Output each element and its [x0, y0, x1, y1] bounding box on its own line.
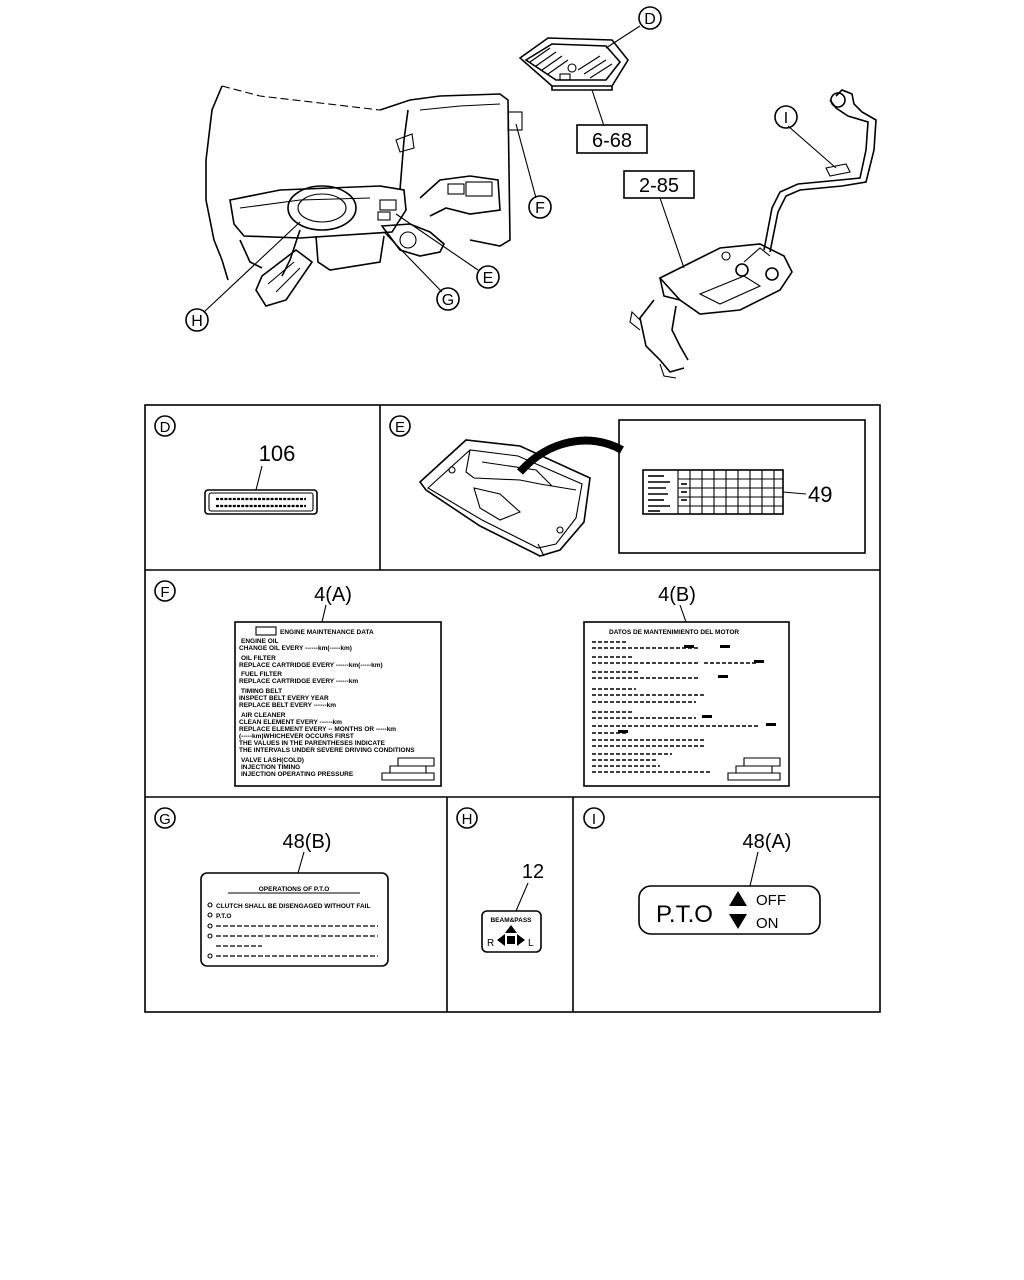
panel-i-letter: I	[592, 811, 596, 828]
cab-interior-drawing	[205, 85, 523, 307]
callout-e-top	[476, 265, 500, 289]
panel-d-badge	[154, 415, 176, 437]
callout-d-top-letter: D	[644, 11, 656, 28]
panel-h-part-no: 12	[522, 861, 544, 883]
callout-f-top	[528, 195, 552, 219]
svg-text:INJECTION TIMING: INJECTION TIMING	[241, 764, 300, 771]
callout-h-top-letter: H	[191, 313, 203, 330]
ref-668: 6-68	[592, 130, 632, 152]
maintenance-chart-49	[642, 469, 784, 515]
svg-text:INSPECT BELT EVERY YEAR: INSPECT BELT EVERY YEAR	[239, 695, 329, 702]
svg-text:THE VALUES IN THE PARENTHESES: THE VALUES IN THE PARENTHESES INDICATE	[239, 740, 386, 747]
label-engine-maintenance-en: ENGINE MAINTENANCE DATA ENGINE OIL CHANG…	[234, 621, 442, 787]
switch-r-label: R	[487, 938, 494, 949]
svg-text:THE INTERVALS UNDER SEVERE DRI: THE INTERVALS UNDER SEVERE DRIVING CONDI…	[239, 747, 415, 754]
on-down-arrow-icon	[729, 914, 747, 929]
pto-ops-title: OPERATIONS OF P.T.O	[259, 886, 330, 893]
panel-f-badge	[154, 580, 176, 602]
svg-text:AIR CLEANER: AIR CLEANER	[241, 712, 286, 719]
pto-text: P.T.O	[656, 901, 713, 928]
switch-label-12: BEAM&PASS R L	[481, 910, 542, 953]
panel-d-letter: D	[160, 419, 171, 436]
svg-text:VALVE LASH(COLD): VALVE LASH(COLD)	[241, 757, 304, 764]
panel-g-letter: G	[159, 811, 171, 828]
glovebox-drawing	[418, 439, 591, 557]
ref-box-285	[623, 170, 695, 199]
pto-indicator-label-48a: P.T.O OFF ON	[638, 885, 821, 935]
svg-text:ENGINE OIL: ENGINE OIL	[241, 638, 279, 645]
pto-operations-label-48b: OPERATIONS OF P.T.O CLUTCH SHALL BE DISE…	[200, 872, 389, 967]
panel-e-letter: E	[395, 419, 405, 436]
pto-lever-drawing	[629, 89, 877, 379]
ref-285: 2-85	[639, 175, 679, 197]
svg-text:INJECTION OPERATING PRESSURE: INJECTION OPERATING PRESSURE	[241, 771, 354, 778]
label-engine-maintenance-es: DATOS DE MANTENIMIENTO DEL MOTOR	[583, 621, 790, 787]
callout-f-top-letter: F	[535, 200, 545, 217]
panel-d-part-no: 106	[259, 441, 296, 466]
panel-e-part-no: 49	[808, 482, 832, 507]
svg-text:FUEL FILTER: FUEL FILTER	[241, 671, 282, 678]
callout-d-top	[638, 6, 662, 30]
svg-text:OIL FILTER: OIL FILTER	[241, 655, 276, 662]
dome-light-drawing	[518, 37, 629, 91]
panel-e-badge	[389, 415, 411, 437]
panel-h-badge	[456, 807, 478, 829]
svg-text:REPLACE ELEMENT EVERY -- MONTH: REPLACE ELEMENT EVERY -- MONTHS OR -----…	[239, 726, 396, 733]
panel-i-badge	[583, 807, 605, 829]
callout-g-top	[436, 287, 460, 311]
ref-box-668	[576, 124, 648, 154]
panel-i-part-no: 48(A)	[743, 831, 792, 853]
svg-text:CHANGE OIL EVERY ------km(----: CHANGE OIL EVERY ------km(-----km)	[239, 645, 352, 652]
panel-grid	[144, 404, 881, 1013]
callout-e-top-letter: E	[483, 270, 494, 287]
pto-ops-line1: CLUTCH SHALL BE DISENGAGED WITHOUT FAIL	[216, 903, 370, 910]
callout-h-top	[185, 308, 209, 332]
svg-text:TIMING BELT: TIMING BELT	[241, 688, 282, 695]
off-up-arrow-icon	[729, 891, 747, 906]
svg-text:REPLACE BELT EVERY ------km: REPLACE BELT EVERY ------km	[239, 702, 336, 709]
pto-ops-line2: P.T.O	[216, 913, 231, 920]
panel-g-part-no: 48(B)	[283, 831, 332, 853]
svg-text:REPLACE CARTRIDGE EVERY ------: REPLACE CARTRIDGE EVERY ------km	[239, 678, 358, 685]
callout-i-top	[774, 105, 798, 129]
panel-f-part-a: 4(A)	[314, 584, 352, 606]
panel-e-inset	[618, 419, 866, 554]
pto-on-text: ON	[756, 915, 779, 932]
label-b-title: DATOS DE MANTENIMIENTO DEL MOTOR	[609, 629, 739, 636]
glovebox-arrow	[516, 436, 624, 475]
pto-off-text: OFF	[756, 892, 786, 909]
label-a-title: ENGINE MAINTENANCE DATA	[280, 629, 374, 636]
svg-text:REPLACE CARTRIDGE EVERY ------: REPLACE CARTRIDGE EVERY ------km(-----km…	[239, 662, 383, 669]
callout-g-top-letter: G	[442, 292, 454, 309]
panel-h-letter: H	[462, 811, 473, 828]
panel-f-part-b: 4(B)	[658, 584, 696, 606]
svg-text:CLEAN ELEMENT EVERY ------km: CLEAN ELEMENT EVERY ------km	[239, 719, 342, 726]
svg-text:(-----km)WHICHEVER OCCURS FIRS: (-----km)WHICHEVER OCCURS FIRST	[239, 733, 354, 740]
caution-label-106	[204, 489, 318, 515]
callout-i-top-letter: I	[784, 110, 788, 127]
panel-g-badge	[154, 807, 176, 829]
panel-f-letter: F	[160, 584, 169, 601]
switch-l-label: L	[528, 938, 534, 949]
beam-pass-label: BEAM&PASS	[490, 917, 532, 924]
